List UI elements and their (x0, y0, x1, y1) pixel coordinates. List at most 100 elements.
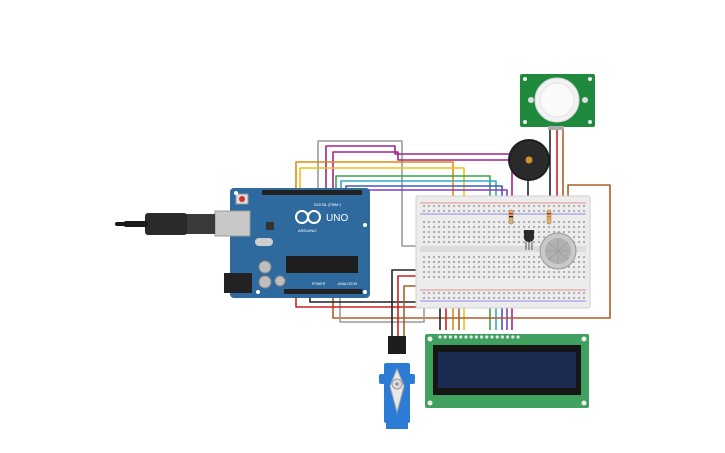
breadboard-hole (463, 297, 465, 299)
breadboard-hole (423, 226, 425, 228)
breadboard-hole (473, 210, 475, 212)
breadboard-hole (453, 256, 455, 258)
breadboard-hole (573, 221, 575, 223)
breadboard-hole (538, 221, 540, 223)
breadboard-hole (458, 256, 460, 258)
breadboard-hole (463, 266, 465, 268)
breadboard-hole (483, 236, 485, 238)
breadboard-hole (508, 266, 510, 268)
breadboard-hole (493, 256, 495, 258)
breadboard-hole (468, 271, 470, 273)
breadboard-hole (493, 271, 495, 273)
breadboard-hole (428, 236, 430, 238)
breadboard-hole (548, 205, 550, 207)
breadboard-hole (548, 297, 550, 299)
breadboard-hole (443, 236, 445, 238)
breadboard-hole (453, 271, 455, 273)
breadboard-hole (423, 241, 425, 243)
breadboard-hole (583, 271, 585, 273)
breadboard-hole (468, 276, 470, 278)
breadboard-hole (518, 210, 520, 212)
breadboard-hole (558, 276, 560, 278)
breadboard-hole (528, 266, 530, 268)
breadboard-hole (498, 256, 500, 258)
breadboard-hole (533, 292, 535, 294)
board-brand-label: ARDUINO (298, 228, 316, 233)
breadboard-hole (558, 231, 560, 233)
breadboard-hole (428, 221, 430, 223)
breadboard-hole (443, 231, 445, 233)
breadboard-hole (503, 205, 505, 207)
breadboard-hole (473, 231, 475, 233)
lcd-pin (448, 335, 452, 339)
arduino-logo-icon (295, 210, 321, 224)
breadboard-hole (503, 266, 505, 268)
breadboard-hole (438, 271, 440, 273)
breadboard-hole (518, 256, 520, 258)
breadboard-hole (503, 221, 505, 223)
breadboard-hole (543, 292, 545, 294)
breadboard-hole (463, 241, 465, 243)
breadboard-hole (458, 297, 460, 299)
breadboard-hole (528, 256, 530, 258)
breadboard-hole (443, 210, 445, 212)
breadboard-hole (543, 271, 545, 273)
breadboard-hole (463, 292, 465, 294)
breadboard-hole (433, 266, 435, 268)
lcd-pin (469, 335, 473, 339)
breadboard-hole (488, 261, 490, 263)
breadboard-hole (483, 241, 485, 243)
breadboard-hole (508, 226, 510, 228)
breadboard-hole (578, 241, 580, 243)
breadboard-hole (583, 226, 585, 228)
breadboard-hole (503, 276, 505, 278)
breadboard-hole (478, 221, 480, 223)
breadboard-hole (473, 205, 475, 207)
breadboard-hole (438, 266, 440, 268)
breadboard-hole (568, 297, 570, 299)
breadboard-hole (508, 241, 510, 243)
breadboard-hole (473, 241, 475, 243)
breadboard-hole (443, 266, 445, 268)
breadboard-hole (423, 292, 425, 294)
breadboard-hole (453, 297, 455, 299)
breadboard-hole (583, 261, 585, 263)
breadboard-hole (498, 241, 500, 243)
breadboard-hole (448, 210, 450, 212)
power-header-label: POWER (312, 282, 326, 286)
breadboard-hole (478, 205, 480, 207)
breadboard-holes (423, 205, 585, 299)
breadboard-hole (433, 261, 435, 263)
breadboard-hole (573, 231, 575, 233)
breadboard-hole (433, 241, 435, 243)
breadboard-hole (478, 266, 480, 268)
breadboard-hole (528, 210, 530, 212)
breadboard-hole (458, 236, 460, 238)
breadboard-hole (438, 256, 440, 258)
breadboard-hole (513, 256, 515, 258)
breadboard-hole (498, 221, 500, 223)
breadboard-hole (508, 236, 510, 238)
breadboard-hole (453, 276, 455, 278)
breadboard-hole (528, 276, 530, 278)
breadboard-hole (478, 241, 480, 243)
breadboard-hole (508, 271, 510, 273)
breadboard-hole (568, 266, 570, 268)
breadboard-hole (468, 266, 470, 268)
breadboard-hole (533, 297, 535, 299)
breadboard-hole (443, 256, 445, 258)
breadboard-hole (488, 221, 490, 223)
transistor (524, 230, 534, 250)
breadboard-hole (443, 276, 445, 278)
breadboard-hole (563, 205, 565, 207)
breadboard-hole (578, 292, 580, 294)
breadboard-hole (478, 226, 480, 228)
breadboard-hole (463, 210, 465, 212)
breadboard-hole (518, 297, 520, 299)
breadboard-hole (488, 210, 490, 212)
breadboard-hole (483, 271, 485, 273)
breadboard-hole (433, 292, 435, 294)
breadboard-hole (458, 276, 460, 278)
gas-sensor (539, 232, 577, 270)
